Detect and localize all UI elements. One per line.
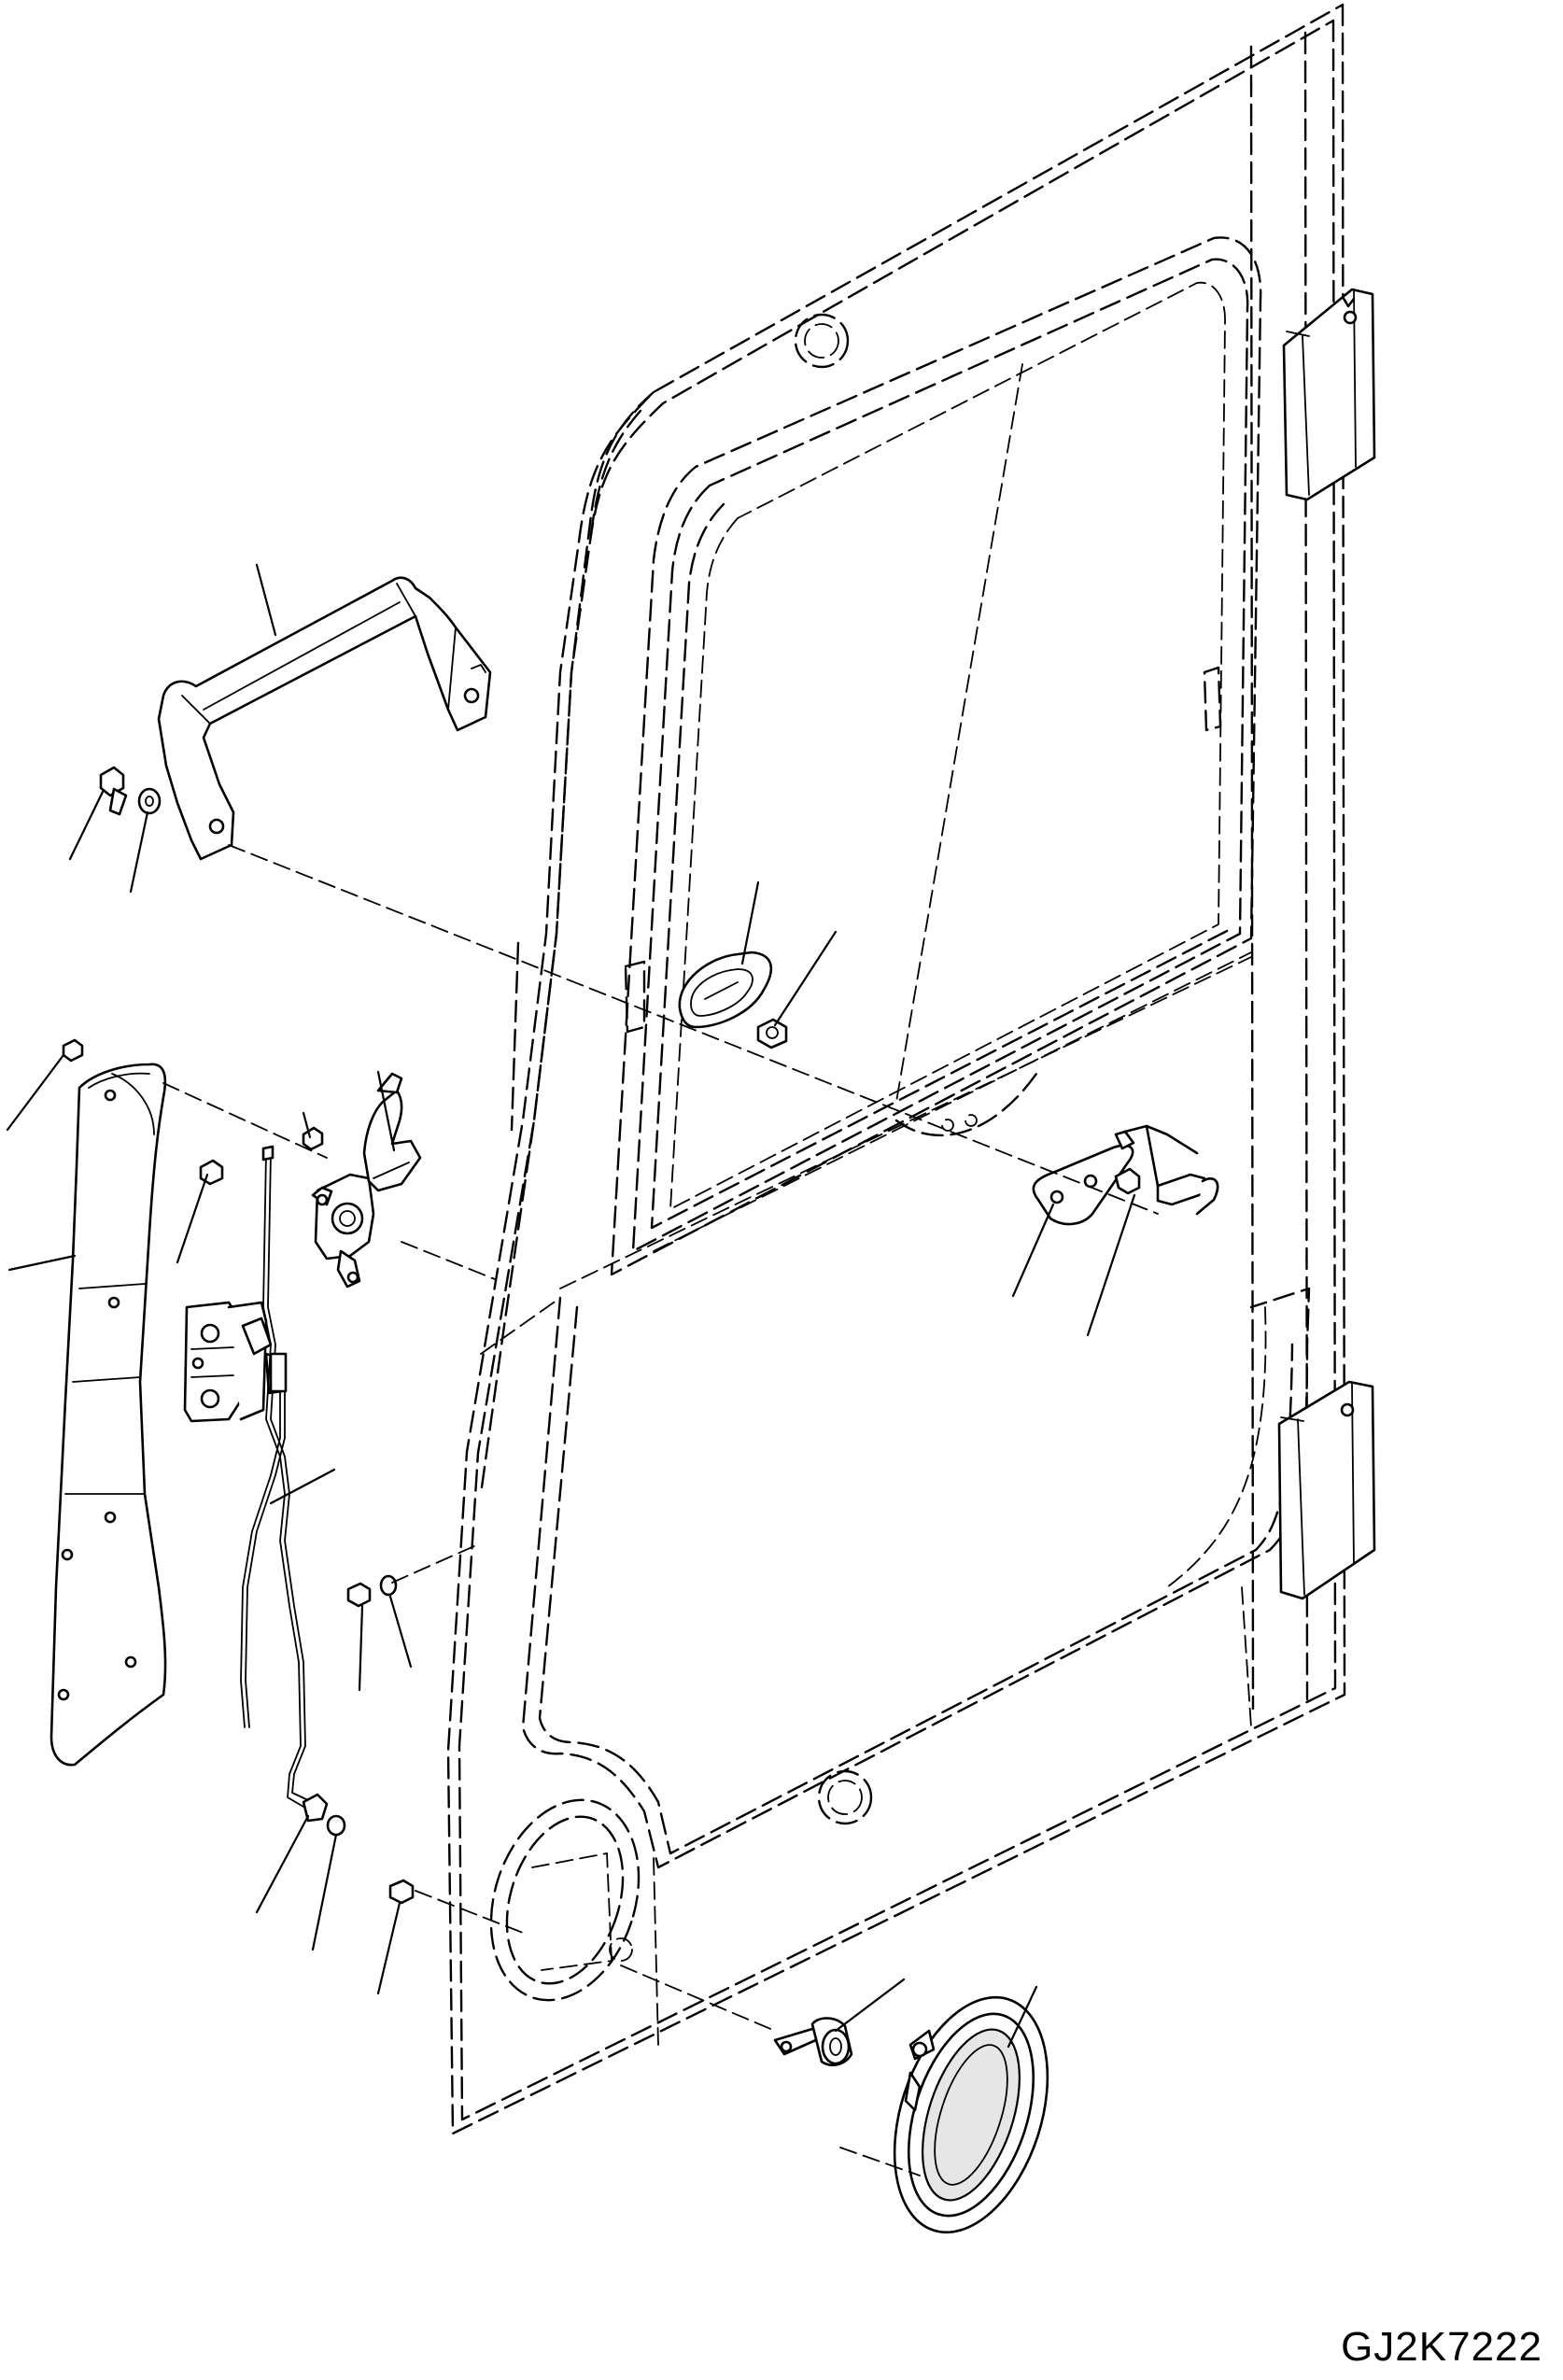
screw-trim-top — [62, 1038, 84, 1063]
inner-release-handle — [311, 1072, 422, 1289]
leader-lines — [6, 563, 1136, 2049]
inner-trim-panel — [49, 1063, 167, 1767]
drawing-code-label: GJ2K7222 — [1341, 2324, 1542, 2370]
latch-plate — [1032, 1144, 1134, 1226]
screw-trim-mid — [199, 1159, 224, 1186]
screw-lower-1 — [346, 1582, 372, 1608]
nut-upper — [756, 1018, 788, 1049]
washer-left-top — [137, 787, 162, 815]
bolt-left-top — [99, 766, 128, 816]
washer-lower-2 — [326, 1814, 346, 1837]
door-lock — [183, 1301, 284, 1423]
door-frame — [446, 3, 1346, 2135]
washer-lower-1 — [379, 1574, 398, 1597]
lower-hinge — [1277, 1380, 1376, 1600]
striker-u-bolt — [1114, 1124, 1219, 1216]
screw-lower-2 — [388, 1879, 415, 1905]
linkage-rods — [240, 1145, 309, 1808]
key-cylinder — [773, 2017, 853, 2067]
outer-door-handle — [893, 1995, 1049, 2234]
grab-handle — [157, 576, 492, 861]
assembly-lines — [162, 844, 1159, 2176]
upper-hinge — [1282, 288, 1376, 501]
latch-grommet — [678, 951, 773, 1029]
screw-handle — [302, 1126, 324, 1151]
